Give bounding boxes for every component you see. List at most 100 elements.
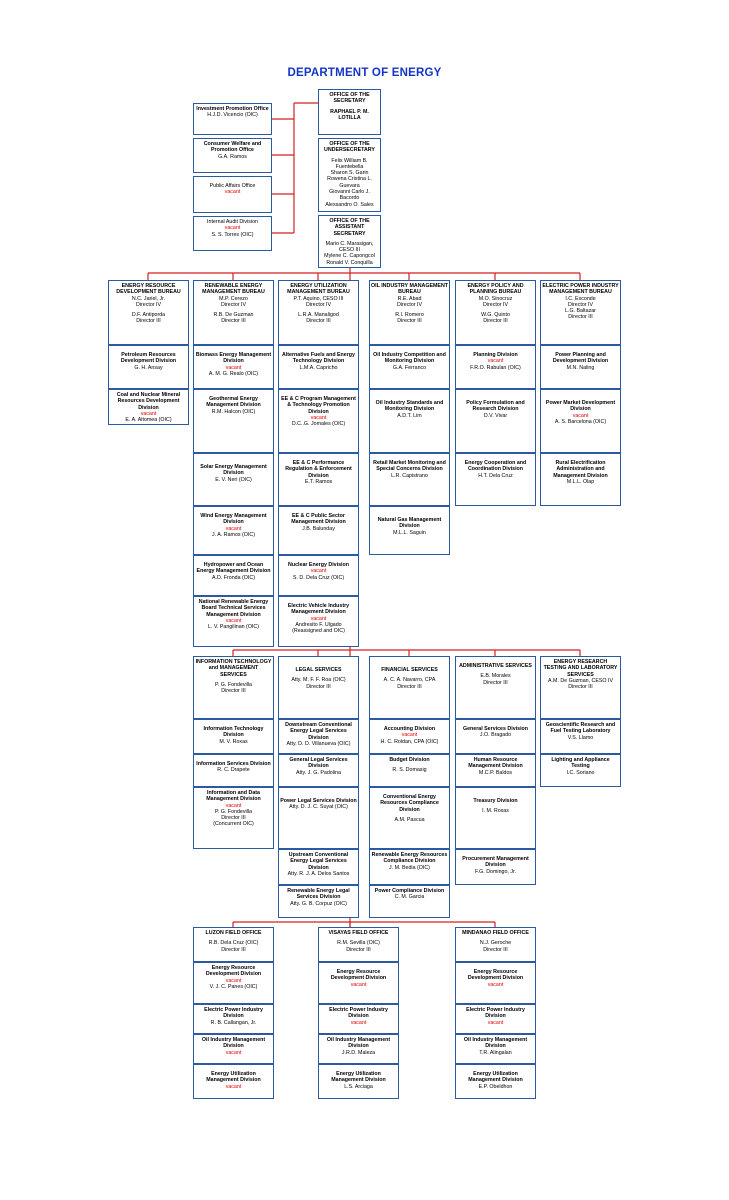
unit-name: Treasury Division bbox=[473, 798, 518, 804]
unit-name: Wind Energy Management Division bbox=[200, 513, 267, 526]
person-name: A.D.T. Lim bbox=[397, 412, 422, 419]
org-box-geoscientific: Geoscientific Research and Fuel Testing … bbox=[540, 719, 621, 754]
org-box-petroleum: Petroleum Resources Development Division… bbox=[108, 345, 189, 389]
person-name: Director III bbox=[568, 684, 593, 691]
org-box-re-legal: Renewable Energy Legal Services Division… bbox=[278, 885, 359, 918]
org-box-ev: Electric Vehicle Industry Management Div… bbox=[278, 596, 359, 647]
org-box-coal: Coal and Nuclear Mineral Resources Devel… bbox=[108, 389, 189, 425]
person-name: Rowena Cristina L. Guevara bbox=[327, 176, 372, 189]
unit-name: Oil Industry Management Division bbox=[326, 1037, 391, 1050]
page-title: DEPARTMENT OF ENERGY bbox=[287, 67, 442, 79]
person-name: J. M. Bedia (OIC) bbox=[389, 864, 430, 871]
org-box-cooperation: Energy Cooperation and Coordination Divi… bbox=[455, 453, 536, 506]
unit-name: Power Planning and Development Division bbox=[552, 352, 609, 365]
org-box-undersecretary: OFFICE OF THE UNDERSECRETARY Felix Willia… bbox=[318, 138, 381, 212]
person-name: Director IV bbox=[135, 301, 162, 308]
person-name: A. S. Barcelona (OIC) bbox=[554, 418, 607, 425]
person-name: Atty. J. G. Padolina bbox=[296, 769, 341, 776]
unit-name: INFORMATION TECHNOLOGY and MANAGEMENT SE… bbox=[195, 659, 272, 678]
person-name: Director III bbox=[483, 946, 508, 953]
person-name: P. G. Fondevilla bbox=[214, 681, 252, 688]
unit-name: FINANCIAL SERVICES bbox=[381, 667, 438, 673]
unit-name: Rural Electrification Administration and… bbox=[553, 460, 608, 479]
unit-name: Upstream Conventional Energy Legal Servi… bbox=[288, 852, 349, 871]
person-name: L.G. Baltazar bbox=[565, 308, 596, 315]
org-box-eec-program: EE & C Program Management & Technology P… bbox=[278, 389, 359, 453]
org-box-upstream: Upstream Conventional Energy Legal Servi… bbox=[278, 849, 359, 885]
person-name: L.R.A. Manaligod bbox=[298, 312, 339, 319]
unit-name: OFFICE OF THE UNDERSECRETARY bbox=[324, 141, 375, 154]
unit-name: Human Resource Management Division bbox=[468, 757, 523, 770]
unit-name: Energy Resource Development Division bbox=[467, 969, 524, 982]
person-name: L.R. Capistrano bbox=[391, 472, 428, 479]
person-name: J.B. Balunday bbox=[302, 525, 335, 532]
person-name: R.E. Abad bbox=[397, 295, 422, 302]
unit-name: Energy Utilization Management Division bbox=[468, 1071, 523, 1084]
unit-name: Energy Cooperation and Coordination Divi… bbox=[464, 460, 527, 473]
unit-name: Information Technology Division bbox=[203, 726, 264, 739]
vacant-label: vacant bbox=[487, 358, 504, 365]
person-name: E. A. Altomea (OIC) bbox=[125, 417, 172, 424]
unit-name: ADMINISTRATIVE SERVICES bbox=[459, 663, 532, 669]
person-name: F.G. Domingo, Jr. bbox=[475, 868, 516, 875]
person-name: R. S. Domasig bbox=[392, 767, 427, 774]
org-box-eec-performance: EE & C Performance Regulation & Enforcem… bbox=[278, 453, 359, 506]
person-name: C. M. Garcia bbox=[394, 894, 425, 901]
person-name: M.N. Naling bbox=[566, 364, 595, 371]
person-name: G.A. Ramos bbox=[218, 153, 247, 160]
vacant-label: vacant bbox=[350, 981, 367, 988]
unit-name: Energy Utilization Management Division bbox=[206, 1071, 261, 1084]
person-name: Director IV bbox=[305, 301, 332, 308]
person-name: Public Affairs Office bbox=[209, 183, 256, 189]
org-box-idmd: Information and Data Management Division… bbox=[193, 787, 274, 849]
unit-name: RAPHAEL P. M. LOTILLA bbox=[330, 108, 369, 121]
org-box-ertls: ENERGY RESEARCH TESTING AND LABORATORY S… bbox=[540, 656, 621, 719]
unit-name: EE & C Performance Regulation & Enforcem… bbox=[285, 460, 352, 479]
vacant-label: vacant bbox=[225, 977, 242, 984]
person-name: Ronald V. Conquilla bbox=[326, 259, 373, 266]
org-box-rural: Rural Electrification Administration and… bbox=[540, 453, 621, 506]
unit-name: OFFICE OF THE ASSISTANT SECRETARY bbox=[329, 218, 370, 237]
unit-name: Petroleum Resources Development Division bbox=[120, 352, 177, 365]
unit-name: OFFICE OF THE SECRETARY bbox=[329, 92, 370, 105]
org-box-eec-public: EE & C Public Sector Management Division… bbox=[278, 506, 359, 555]
person-name: Director III bbox=[221, 946, 246, 953]
unit-name: Power Market Development Division bbox=[545, 400, 616, 413]
vacant-label: vacant bbox=[310, 615, 327, 622]
org-box-oil-competition: Oil Industry Competition and Monitoring … bbox=[369, 345, 450, 389]
person-name: Felix William B. Fuentebella bbox=[331, 157, 368, 170]
person-name: T.R. Alingalan bbox=[479, 1049, 512, 1056]
person-name: Atty. R. J. A. Delos Santos bbox=[287, 870, 350, 877]
person-name: M.O. Sinocruz bbox=[478, 295, 513, 302]
vacant-label: vacant bbox=[572, 412, 589, 419]
vacant-label: vacant bbox=[225, 1083, 242, 1090]
person-name: Atty. G. B. Corpuz (OIC) bbox=[290, 900, 347, 907]
person-name: M. V. Roxas bbox=[219, 738, 248, 745]
person-name: J. A. Ramos (OIC) bbox=[212, 531, 255, 538]
vacant-label: vacant bbox=[225, 525, 242, 532]
person-name: Andresito F. Ulgado bbox=[295, 621, 342, 628]
person-name: Director III bbox=[221, 815, 246, 822]
unit-name: Electric Power Industry Division bbox=[466, 1007, 525, 1020]
person-name: Director IV bbox=[567, 301, 594, 308]
vacant-label: vacant bbox=[224, 189, 241, 196]
vacant-label: vacant bbox=[225, 802, 242, 809]
person-name: E.B. Morales bbox=[480, 673, 511, 680]
